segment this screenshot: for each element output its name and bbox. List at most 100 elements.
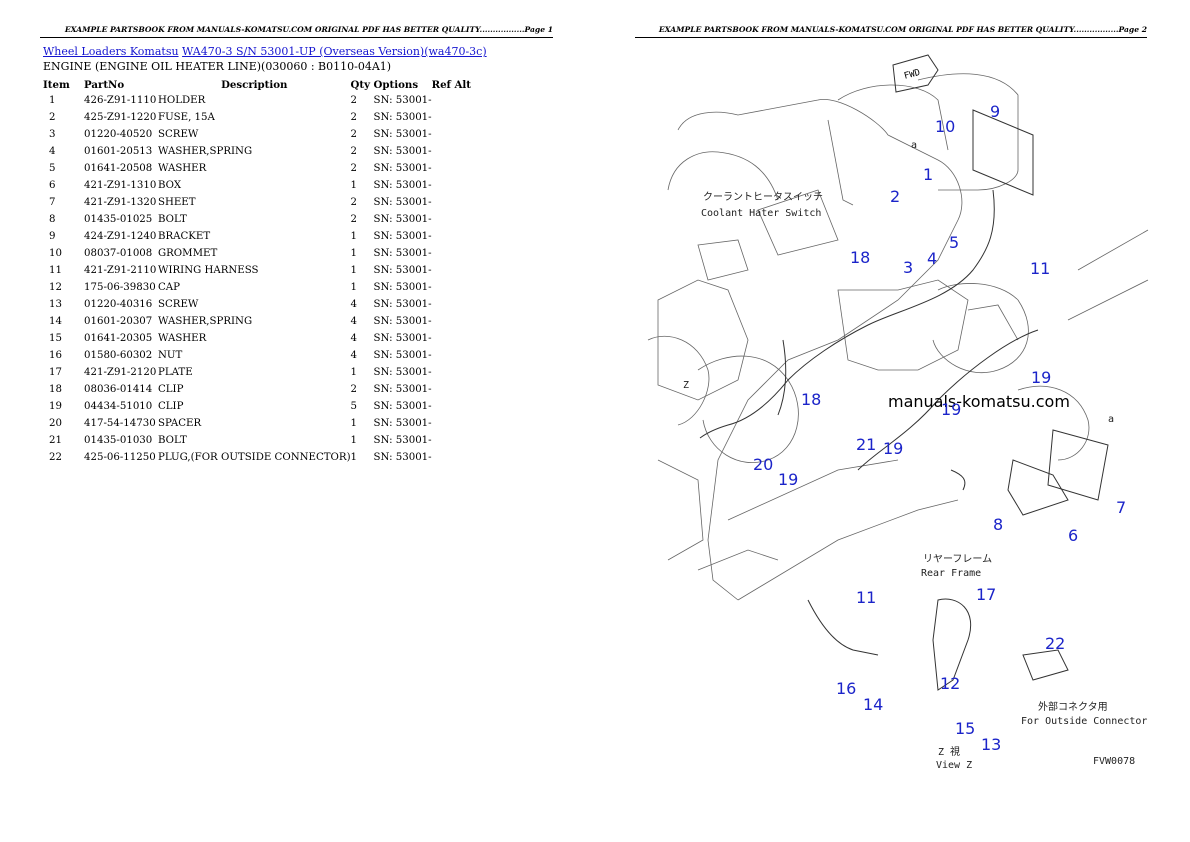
cell-options: SN: 53001- bbox=[373, 367, 432, 378]
cell-options: SN: 53001- bbox=[373, 180, 432, 191]
callout-18-lower[interactable]: 18 bbox=[801, 390, 821, 409]
callout-20[interactable]: 20 bbox=[753, 455, 773, 474]
cell-qty: 1 bbox=[350, 180, 358, 191]
cell-description: WASHER bbox=[158, 163, 207, 174]
cell-item: 16 bbox=[49, 350, 62, 361]
cell-options: SN: 53001- bbox=[373, 316, 432, 327]
cell-description: HOLDER bbox=[158, 95, 206, 106]
cell-partno: 08036-01414 bbox=[84, 384, 153, 395]
breadcrumb-link-model[interactable]: WA470-3 S/N 53001-UP (Overseas Version)(… bbox=[182, 45, 487, 58]
callout-17[interactable]: 17 bbox=[976, 585, 996, 604]
cell-ref-alt bbox=[432, 211, 472, 228]
cell-qty: 4 bbox=[350, 350, 358, 361]
cell-partno: 01435-01030 bbox=[84, 435, 153, 446]
cell-ref-alt bbox=[432, 245, 472, 262]
page-header: EXAMPLE PARTSBOOK FROM MANUALS-KOMATSU.C… bbox=[635, 25, 1147, 38]
cell-partno: 421-Z91-2110 bbox=[84, 265, 157, 276]
cell-item: 13 bbox=[49, 299, 62, 310]
callout-19-center[interactable]: 19 bbox=[883, 439, 903, 458]
cell-qty: 2 bbox=[350, 197, 358, 208]
callout-22[interactable]: 22 bbox=[1045, 634, 1065, 653]
callout-14[interactable]: 14 bbox=[863, 695, 883, 714]
cell-options: SN: 53001- bbox=[373, 231, 432, 242]
reference-z: Z bbox=[683, 380, 689, 391]
cell-ref-alt bbox=[432, 449, 472, 466]
cell-qty: 1 bbox=[350, 452, 358, 463]
cell-partno: 417-54-14730 bbox=[84, 418, 156, 429]
breadcrumb-link-wheel-loaders[interactable]: Wheel Loaders Komatsu bbox=[43, 45, 179, 58]
rear-frame-label-en: Rear Frame bbox=[921, 568, 981, 579]
outside-connector-label-en: For Outside Connector bbox=[1021, 716, 1147, 727]
callout-18-upper[interactable]: 18 bbox=[850, 248, 870, 267]
bracket-shape bbox=[972, 109, 1034, 196]
cell-partno: 424-Z91-1240 bbox=[84, 231, 157, 242]
cell-item: 3 bbox=[49, 129, 56, 140]
cell-partno: 425-06-11250 bbox=[84, 452, 156, 463]
bolt-8-shape bbox=[950, 469, 966, 491]
wiring-harness-lower bbox=[807, 599, 879, 656]
callout-16[interactable]: 16 bbox=[836, 679, 856, 698]
cell-qty: 1 bbox=[350, 248, 358, 259]
cell-options: SN: 53001- bbox=[373, 214, 432, 225]
callout-15[interactable]: 15 bbox=[955, 719, 975, 738]
callout-numbers: 10 9 1 2 5 4 3 18 11 19 19 18 19 21 20 1… bbox=[753, 102, 1126, 754]
view-label-en: View Z bbox=[936, 760, 972, 771]
cell-partno: 01601-20307 bbox=[84, 316, 153, 327]
callout-4[interactable]: 4 bbox=[927, 249, 937, 268]
callout-13[interactable]: 13 bbox=[981, 735, 1001, 754]
cell-qty: 2 bbox=[350, 129, 358, 140]
wiring-harness-branch bbox=[857, 329, 1039, 471]
cell-ref-alt bbox=[432, 279, 472, 296]
callout-11-upper[interactable]: 11 bbox=[1030, 259, 1050, 278]
cell-item: 18 bbox=[49, 384, 62, 395]
callout-19-mid[interactable]: 19 bbox=[941, 400, 961, 419]
cell-ref-alt bbox=[432, 364, 472, 381]
cell-ref-alt bbox=[432, 398, 472, 415]
cell-qty: 2 bbox=[350, 95, 358, 106]
cell-ref-alt bbox=[432, 313, 472, 330]
cell-description: NUT bbox=[158, 350, 183, 361]
page-header: EXAMPLE PARTSBOOK FROM MANUALS-KOMATSU.C… bbox=[40, 25, 553, 38]
cell-options: SN: 53001- bbox=[373, 95, 432, 106]
wire-to-switch bbox=[777, 339, 787, 416]
cell-description: CLIP bbox=[158, 401, 184, 412]
callout-5[interactable]: 5 bbox=[949, 233, 959, 252]
sheet-shape bbox=[1047, 429, 1109, 501]
callout-1[interactable]: 1 bbox=[923, 165, 933, 184]
cell-item: 8 bbox=[49, 214, 56, 225]
cell-ref-alt bbox=[432, 126, 472, 143]
cell-ref-alt bbox=[432, 194, 472, 211]
cell-options: SN: 53001- bbox=[373, 197, 432, 208]
callout-2[interactable]: 2 bbox=[890, 187, 900, 206]
cell-description: WIRING HARNESS bbox=[158, 265, 259, 276]
callout-3[interactable]: 3 bbox=[903, 258, 913, 277]
cell-ref-alt bbox=[432, 228, 472, 245]
cell-description: FUSE, 15A bbox=[158, 112, 215, 123]
callout-11-lower[interactable]: 11 bbox=[856, 588, 876, 607]
callout-19-lower[interactable]: 19 bbox=[778, 470, 798, 489]
cell-qty: 2 bbox=[350, 112, 358, 123]
callout-6[interactable]: 6 bbox=[1068, 526, 1078, 545]
callout-19-right[interactable]: 19 bbox=[1031, 368, 1051, 387]
callout-12[interactable]: 12 bbox=[940, 674, 960, 693]
callout-8[interactable]: 8 bbox=[993, 515, 1003, 534]
callout-7[interactable]: 7 bbox=[1116, 498, 1126, 517]
callout-10[interactable]: 10 bbox=[935, 117, 955, 136]
cell-item: 1 bbox=[49, 95, 56, 106]
column-header-qty: Qty bbox=[350, 78, 371, 91]
cell-partno: 01601-20513 bbox=[84, 146, 153, 157]
view-label-jp: Z 視 bbox=[938, 745, 960, 758]
cell-item: 14 bbox=[49, 316, 62, 327]
column-header-description: Description bbox=[221, 78, 288, 91]
cell-options: SN: 53001- bbox=[373, 299, 432, 310]
callout-21[interactable]: 21 bbox=[856, 435, 876, 454]
callout-9[interactable]: 9 bbox=[990, 102, 1000, 121]
